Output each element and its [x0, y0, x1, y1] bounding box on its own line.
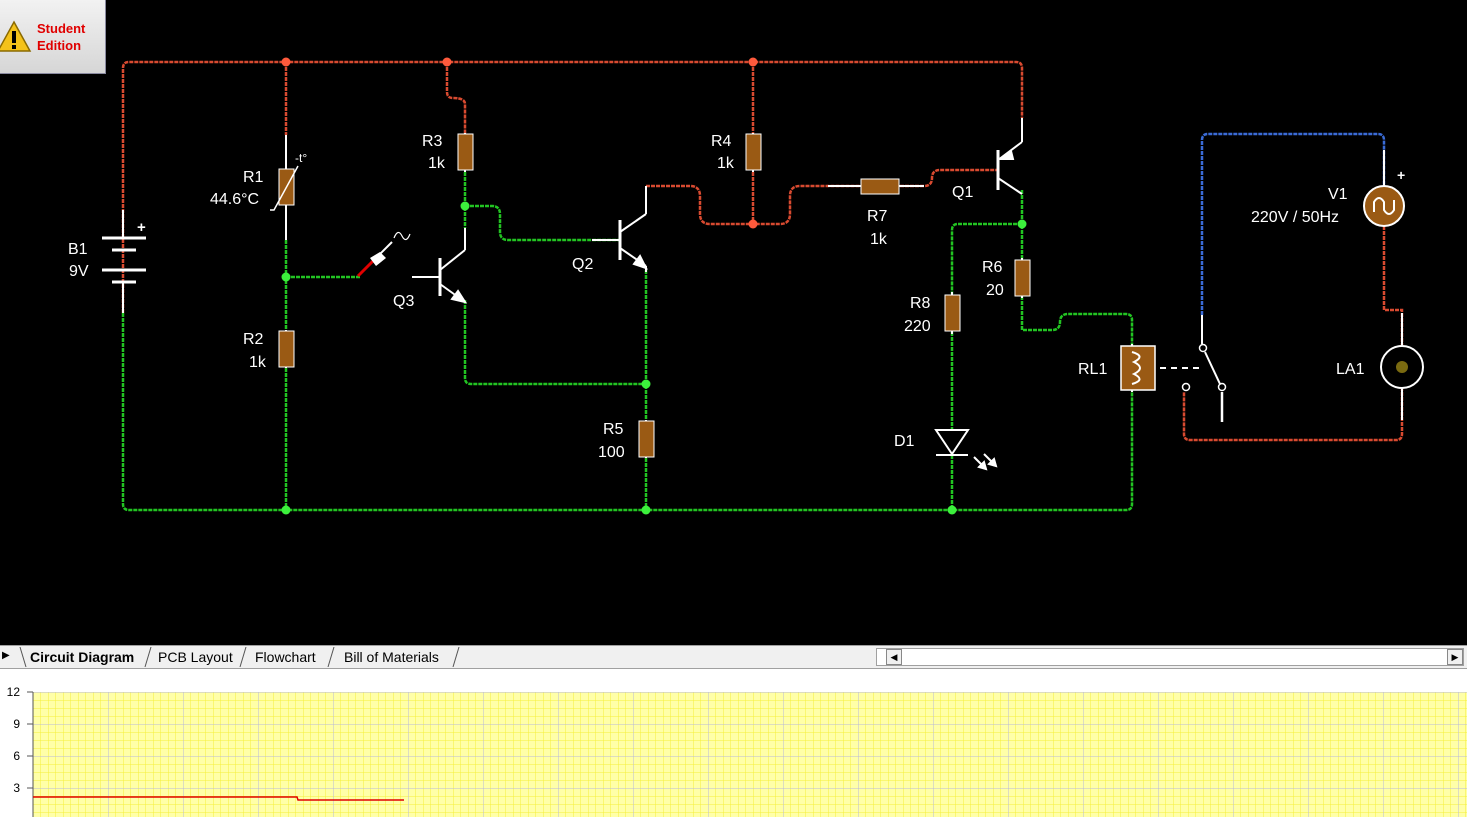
- q2-ref-label: Q2: [572, 256, 593, 273]
- badge-text: Student Edition: [37, 20, 85, 54]
- r8-ref-label: R8: [910, 295, 931, 312]
- relay-rl1[interactable]: [1120, 315, 1227, 392]
- schematic-canvas[interactable]: + B1 9V -t° R1 44.6°C R2 1k R3 1k R4 1k …: [0, 0, 1467, 645]
- simulation-graph[interactable]: 12 9 6 3: [0, 669, 1467, 817]
- d1-ref-label: D1: [894, 433, 915, 450]
- warning-icon: [0, 20, 32, 52]
- r5-ref-label: R5: [603, 421, 624, 438]
- r1-ref-label: R1: [243, 169, 264, 186]
- b1-ref-label: B1: [68, 241, 88, 258]
- badge-line1: Student: [37, 21, 86, 36]
- r1-value-label: 44.6°C: [210, 191, 259, 208]
- tab-flowchart[interactable]: Flowchart: [255, 649, 316, 665]
- badge-line2: Edition: [37, 38, 82, 53]
- tab-bill-of-materials[interactable]: Bill of Materials: [344, 649, 439, 665]
- r5-value-label: 100: [598, 444, 625, 461]
- tab-bar: ▶ Circuit Diagram PCB Layout Flowchart B…: [0, 645, 1467, 669]
- y-axis-ticks: [27, 691, 33, 789]
- transistor-q1[interactable]: [996, 118, 1023, 195]
- y-tick-label-6: 6: [13, 749, 20, 763]
- scroll-right-icon[interactable]: ▶: [1447, 649, 1463, 665]
- y-tick-label-3: 3: [13, 781, 20, 795]
- lamp-la1[interactable]: [1380, 313, 1424, 420]
- r7-ref-label: R7: [867, 208, 888, 225]
- thermistor-r1[interactable]: [270, 135, 299, 240]
- la1-ref-label: LA1: [1336, 361, 1365, 378]
- resistor-r6[interactable]: [1014, 258, 1031, 298]
- q3-ref-label: Q3: [393, 293, 414, 310]
- r3-ref-label: R3: [422, 133, 443, 150]
- resistor-r3[interactable]: [457, 133, 474, 172]
- transistor-q2[interactable]: [592, 186, 648, 272]
- battery-b1[interactable]: [102, 210, 146, 313]
- resistor-r8[interactable]: [944, 292, 961, 334]
- probe-icon[interactable]: [356, 231, 411, 278]
- v1-ref-label: V1: [1328, 186, 1348, 203]
- v1-plus-sign: +: [1397, 167, 1405, 183]
- tab-nav-arrow-icon[interactable]: ▶: [2, 650, 10, 661]
- b1-value-label: 9V: [69, 263, 89, 280]
- v1-value-label: 220V / 50Hz: [1251, 209, 1339, 226]
- r2-ref-label: R2: [243, 331, 264, 348]
- r7-value-label: 1k: [870, 231, 888, 248]
- transistor-q3[interactable]: [412, 228, 468, 304]
- junction-dots: [281, 57, 1027, 515]
- scroll-left-icon[interactable]: ◀: [886, 649, 902, 665]
- positive-rail-wires: [121, 60, 1024, 313]
- tab-circuit-diagram[interactable]: Circuit Diagram: [30, 649, 135, 665]
- battery-plus-sign: +: [137, 219, 146, 236]
- r6-value-label: 20: [986, 282, 1004, 299]
- ac-source-v1[interactable]: [1363, 150, 1405, 227]
- r4-value-label: 1k: [717, 155, 735, 172]
- r1-temp-mark: -t°: [295, 151, 307, 165]
- ac-circuit-wires: [1182, 132, 1404, 442]
- resistor-r5[interactable]: [638, 420, 655, 458]
- resistor-r2[interactable]: [278, 330, 295, 368]
- led-d1[interactable]: [934, 429, 998, 471]
- y-tick-label-12: 12: [7, 685, 21, 699]
- rl1-ref-label: RL1: [1078, 361, 1107, 378]
- q1-ref-label: Q1: [952, 184, 973, 201]
- y-tick-label-9: 9: [13, 717, 20, 731]
- resistor-r4[interactable]: [745, 133, 762, 172]
- r8-value-label: 220: [904, 318, 931, 335]
- ground-rail-wires: [121, 172, 1134, 512]
- horizontal-scrollbar[interactable]: ◀ ▶: [876, 648, 1464, 666]
- r4-ref-label: R4: [711, 133, 732, 150]
- voltage-trace: [33, 796, 404, 801]
- r6-ref-label: R6: [982, 259, 1003, 276]
- student-edition-badge: Student Edition: [0, 0, 106, 74]
- resistor-r7[interactable]: [828, 178, 924, 195]
- r2-value-label: 1k: [249, 354, 267, 371]
- r3-value-label: 1k: [428, 155, 446, 172]
- tab-pcb-layout[interactable]: PCB Layout: [158, 649, 233, 665]
